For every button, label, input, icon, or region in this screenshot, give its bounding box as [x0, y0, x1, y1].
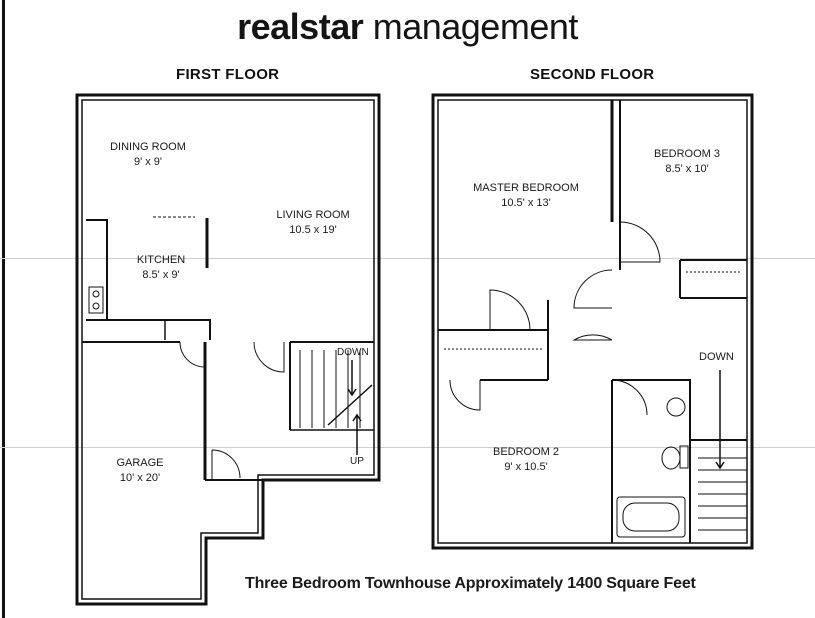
stair-door-swing	[253, 341, 285, 373]
bathroom-wall	[612, 379, 691, 543]
scan-line-bottom	[0, 447, 815, 448]
sink-bowl-1	[92, 290, 100, 298]
brand-suffix: management	[363, 6, 579, 47]
living-room-size: 10.5 x 19'	[289, 224, 337, 236]
master-door-swing	[573, 269, 613, 309]
bathtub-basin	[622, 502, 680, 532]
bedroom-2-name: BEDROOM 2	[492, 446, 559, 458]
bedroom-3-label: BEDROOM 3 8.5' x 10'	[640, 147, 734, 177]
page-left-border	[2, 0, 5, 618]
dining-room-label: DINING ROOM 9' x 9'	[100, 140, 196, 170]
scan-line-top	[0, 258, 815, 259]
floor-plan-caption: Three Bedroom Townhouse Approximately 14…	[245, 575, 696, 592]
stair-up-arrow	[352, 413, 362, 455]
second-floor-label: SECOND FLOOR	[530, 66, 655, 83]
first-floor-label: FIRST FLOOR	[176, 66, 280, 83]
bedroom3-door-swing	[619, 221, 661, 263]
entry-door-swing	[211, 449, 241, 480]
bedroom2-door-swing	[449, 379, 481, 411]
brand-title: realstar management	[0, 6, 815, 48]
bedroom-2-size: 9' x 10.5'	[504, 461, 548, 473]
master-bedroom-label: MASTER BEDROOM 10.5' x 13'	[462, 181, 590, 211]
bedroom3-closet	[679, 259, 747, 299]
master-closet-door-swing	[489, 289, 531, 331]
dining-room-size: 9' x 9'	[133, 156, 163, 168]
kitchen-label: KITCHEN 8.5' x 9'	[118, 253, 204, 283]
kitchen-size: 8.5' x 9'	[142, 269, 180, 281]
bedroom-3-size: 8.5' x 10'	[665, 163, 709, 175]
garage-name: GARAGE	[116, 457, 164, 469]
master-closet-top	[438, 329, 549, 380]
garage-door-swing	[179, 341, 206, 368]
first-floor-stair-up-label: UP	[350, 456, 364, 467]
stair-treads	[299, 350, 361, 428]
master-bedroom-size: 10.5' x 13'	[501, 197, 551, 209]
garage-label: GARAGE 10' x 20'	[100, 456, 180, 486]
kitchen-lower-counter	[107, 319, 211, 340]
second-floor-outline	[431, 93, 754, 550]
garage-size: 10' x 20'	[119, 472, 161, 484]
bath-door-swing	[611, 379, 648, 416]
toilet-tank	[679, 445, 689, 469]
sink-bowl-2	[92, 302, 100, 310]
second-floor-walls	[431, 93, 754, 550]
stair-down-arrow	[347, 360, 357, 397]
bedroom-3-name: BEDROOM 3	[653, 148, 720, 160]
second-floor-stair-treads	[698, 457, 747, 531]
first-floor-details	[88, 286, 373, 480]
living-room-name: LIVING ROOM	[276, 209, 350, 221]
bathtub-outline	[616, 496, 686, 538]
hall-door-swing	[572, 334, 613, 341]
kitchen-name: KITCHEN	[136, 254, 186, 266]
bedroom-2-label: BEDROOM 2 9' x 10.5'	[478, 445, 574, 475]
kitchen-counter	[86, 219, 108, 321]
second-floor-down-arrow	[715, 370, 725, 470]
first-floor-inner-outline	[81, 99, 375, 600]
second-floor-inner-outline	[437, 99, 748, 544]
living-room-label: LIVING ROOM 10.5 x 19'	[265, 208, 361, 238]
master-bedroom-name: MASTER BEDROOM	[473, 182, 579, 194]
vanity-sink	[666, 397, 686, 417]
toilet-bowl	[661, 446, 681, 470]
first-floor-stair-down-label: DOWN	[337, 347, 369, 358]
first-floor-outline	[75, 93, 381, 606]
second-floor-details	[444, 221, 747, 538]
dining-room-name: DINING ROOM	[110, 141, 186, 153]
kitchen-sink-outline	[88, 286, 104, 314]
brand-name: realstar	[237, 6, 364, 47]
first-floor-walls	[75, 93, 381, 606]
second-floor-stair-down-label: DOWN	[699, 351, 734, 363]
stair-break-line	[327, 384, 373, 426]
